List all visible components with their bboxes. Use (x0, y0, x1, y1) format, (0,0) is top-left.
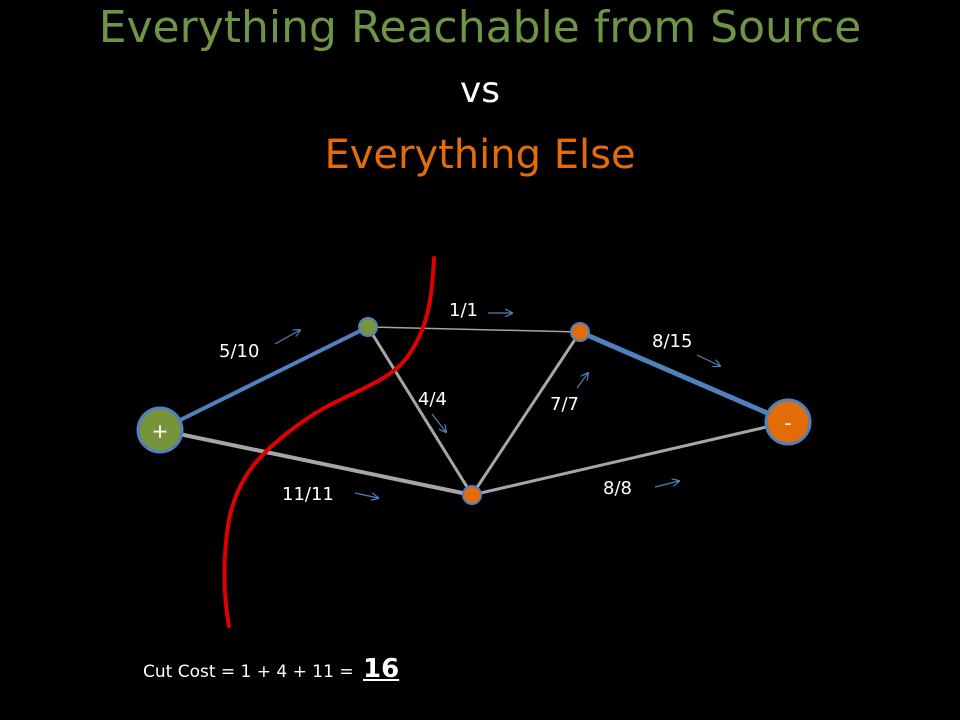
cut-line (222, 256, 436, 628)
edge-c-sink (579, 329, 789, 425)
arrow-source-a (274, 330, 300, 345)
node-c (570, 322, 590, 342)
edge-source-a (159, 325, 369, 432)
node-a (358, 317, 378, 337)
label-edge-c-sink: 8/15 (652, 331, 692, 352)
title-line-2: vs (459, 70, 501, 111)
arrow-source-b (354, 492, 378, 498)
edge-a-c (367, 326, 581, 333)
edge-source-b (159, 428, 473, 497)
source-node-label: + (152, 419, 169, 443)
label-edge-b-c: 7/7 (550, 394, 579, 415)
edge-b-c (470, 331, 582, 496)
node-b (462, 485, 482, 505)
sink-node-label: - (784, 411, 791, 435)
arrow-b-sink (654, 481, 679, 488)
arrow-b-c (576, 373, 588, 389)
cut-cost-value: 16 (362, 654, 400, 684)
label-edge-source-a: 5/10 (219, 341, 259, 362)
label-edge-a-b: 4/4 (418, 389, 447, 410)
edge-b-sink (471, 420, 789, 497)
arrow-a-b (431, 413, 446, 432)
cut-cost-text: Cut Cost = 1 + 4 + 11 = (143, 662, 354, 682)
sink-node (764, 398, 812, 446)
title-line-3: Everything Else (324, 132, 636, 178)
source-node (136, 406, 184, 454)
cut-cost: Cut Cost = 1 + 4 + 11 = 16 (143, 654, 399, 684)
label-edge-b-sink: 8/8 (603, 478, 632, 499)
arrow-c-sink (696, 354, 720, 366)
title-line-1: Everything Reachable from Source (98, 2, 862, 53)
label-edge-source-b: 11/11 (282, 484, 334, 505)
label-edge-a-c: 1/1 (449, 300, 478, 321)
edge-a-b (366, 326, 474, 496)
